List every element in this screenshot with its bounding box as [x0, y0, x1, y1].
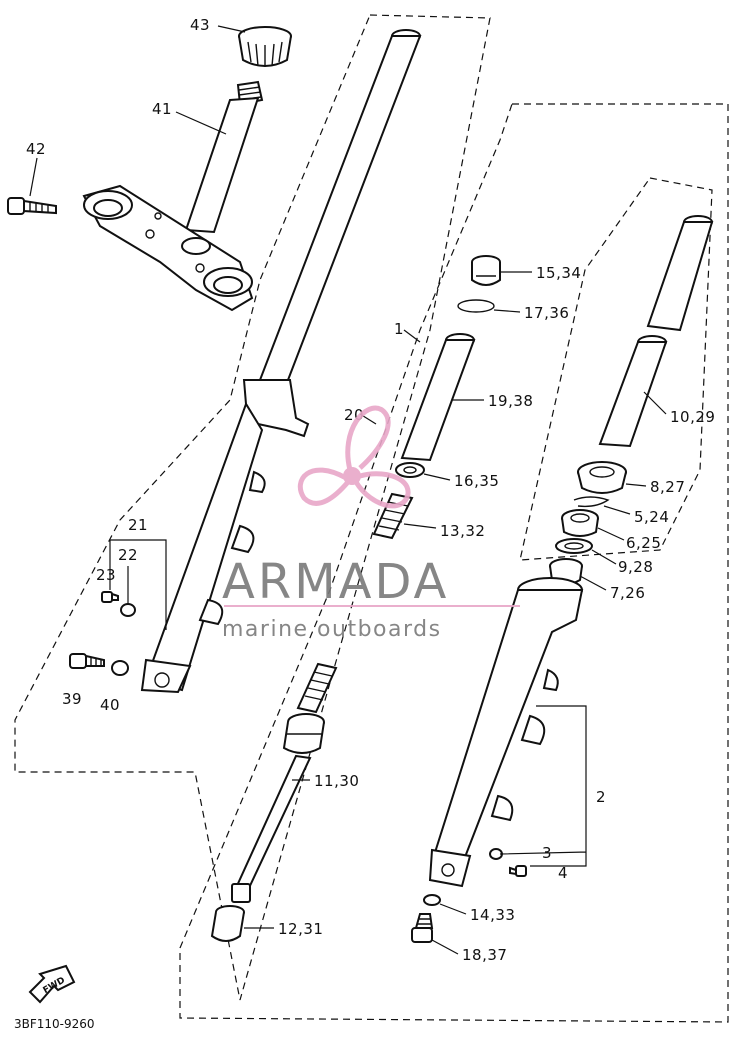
label-17-36: 17,36	[524, 304, 569, 322]
leader-1	[403, 329, 421, 343]
watermark: ARMADA marine outboards	[222, 405, 520, 642]
label-9-28: 9,28	[618, 558, 653, 576]
spacer-19-38	[400, 333, 476, 462]
bolt-4	[509, 865, 527, 877]
washer-9-28	[555, 538, 593, 554]
label-18-37: 18,37	[462, 946, 507, 964]
label-7-26: 7,26	[610, 584, 645, 602]
label-14-33: 14,33	[470, 906, 515, 924]
cap-bolt-15-34	[471, 255, 501, 286]
label-6-25: 6,25	[626, 534, 661, 552]
bolt-39	[69, 653, 105, 669]
damper-rod-11-30	[231, 662, 338, 903]
leader-17-36	[493, 309, 521, 313]
watermark-tagline: marine outboards	[222, 617, 442, 642]
washer-16-35	[395, 462, 425, 478]
label-1: 1	[394, 320, 404, 338]
fork-tube-left-20	[140, 29, 422, 694]
inner-tube-10-29	[598, 215, 714, 448]
diagram-code: 3BF110-9260	[14, 1017, 95, 1031]
label-3: 3	[542, 844, 552, 862]
label-41: 41	[152, 100, 172, 118]
leader-6-25	[597, 527, 625, 541]
label-16-35: 16,35	[454, 472, 499, 490]
assembly-20-outline	[14, 14, 491, 1001]
oil-lock-piece-12-31	[210, 905, 245, 942]
label-22: 22	[118, 546, 138, 564]
label-21: 21	[128, 516, 148, 534]
clip-5-24	[573, 496, 610, 508]
label-11-30: 11,30	[314, 772, 359, 790]
label-5-24: 5,24	[634, 508, 669, 526]
label-19-38: 19,38	[488, 392, 533, 410]
label-15-34: 15,34	[536, 264, 581, 282]
forward-direction-arrow: FWD	[28, 964, 76, 1004]
label-13-32: 13,32	[440, 522, 485, 540]
leader-2-bracket	[499, 705, 587, 867]
bolt-42	[7, 197, 57, 215]
under-bracket-41	[82, 80, 264, 312]
label-10-29: 10,29	[670, 408, 715, 426]
bolt-18-37	[411, 913, 434, 943]
label-43: 43	[190, 16, 210, 34]
leader-8-27	[625, 483, 647, 487]
label-8-27: 8,27	[650, 478, 685, 496]
leader-10-29	[643, 391, 667, 415]
dust-seal-8-27	[577, 461, 627, 494]
leader-41	[175, 111, 227, 135]
watermark-propeller-icon	[297, 405, 411, 509]
assembly-inner-outline	[519, 177, 713, 561]
outer-tube-2	[428, 577, 584, 888]
washer-40	[111, 660, 129, 676]
leader-7-26	[579, 575, 607, 591]
leader-16-35	[423, 473, 451, 481]
washer-22	[120, 603, 136, 617]
leader-14-33	[439, 903, 467, 915]
oil-seal-6-25	[561, 509, 599, 537]
leader-42	[29, 157, 38, 197]
assembly-1-outline	[179, 103, 729, 1023]
label-39: 39	[62, 690, 82, 708]
label-4: 4	[558, 864, 568, 882]
label-42: 42	[26, 140, 46, 158]
leader-43	[217, 25, 246, 33]
label-2: 2	[596, 788, 606, 806]
label-23: 23	[96, 566, 116, 584]
leader-9-28	[591, 549, 617, 565]
label-40: 40	[100, 696, 120, 714]
leader-5-24	[603, 505, 631, 515]
bolt-23	[101, 591, 119, 603]
leader-18-37	[431, 939, 459, 955]
label-12-31: 12,31	[278, 920, 323, 938]
gasket-14-33	[423, 894, 441, 906]
ring-nut-43	[238, 26, 292, 67]
o-ring-17-36	[457, 299, 495, 313]
leader-13-32	[403, 523, 437, 529]
leader-21-bracket	[109, 539, 167, 630]
watermark-brand: ARMADA	[222, 554, 449, 610]
